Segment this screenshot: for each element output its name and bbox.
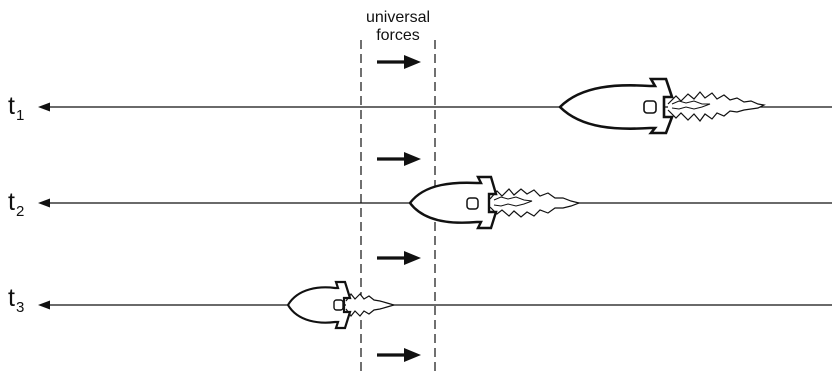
caption-line-1: universal <box>365 9 431 26</box>
force-arrow-1 <box>377 55 421 69</box>
rocket-3-body <box>286 280 352 330</box>
time-label-t1-main: t <box>8 92 15 120</box>
rocket-1-exhaust <box>667 91 766 122</box>
rocket-1-inner-flame <box>671 100 711 110</box>
rocket-2-nozzle <box>466 197 479 210</box>
time-label-t1: t1 <box>8 92 25 125</box>
rocket-2 <box>408 175 582 230</box>
force-arrow-3 <box>377 251 421 265</box>
force-arrow-4 <box>377 348 421 362</box>
rocket-1 <box>558 77 766 135</box>
rocket-3-exhaust <box>345 293 397 317</box>
time-label-t3-main: t <box>8 284 15 312</box>
rocket-3-nozzle <box>333 299 344 311</box>
time-label-t2-main: t <box>8 188 15 216</box>
force-arrow-2 <box>377 152 421 166</box>
rocket-2-inner-flame <box>493 196 533 207</box>
time-label-t3: t3 <box>8 284 25 317</box>
time-label-t2-subscript: 2 <box>15 203 25 220</box>
rocket-3 <box>286 280 397 330</box>
rocket-2-body <box>408 175 498 230</box>
time-label-t2: t2 <box>8 188 25 221</box>
rocket-2-exhaust <box>489 188 582 218</box>
time-label-t3-subscript: 3 <box>15 299 25 316</box>
caption-line-2: forces <box>376 27 420 44</box>
time-line-3 <box>38 300 832 310</box>
universal-forces-caption: universal forces <box>348 9 448 45</box>
rocket-1-body <box>558 77 674 135</box>
time-label-t1-subscript: 1 <box>15 107 25 124</box>
rocket-1-nozzle <box>643 100 657 114</box>
